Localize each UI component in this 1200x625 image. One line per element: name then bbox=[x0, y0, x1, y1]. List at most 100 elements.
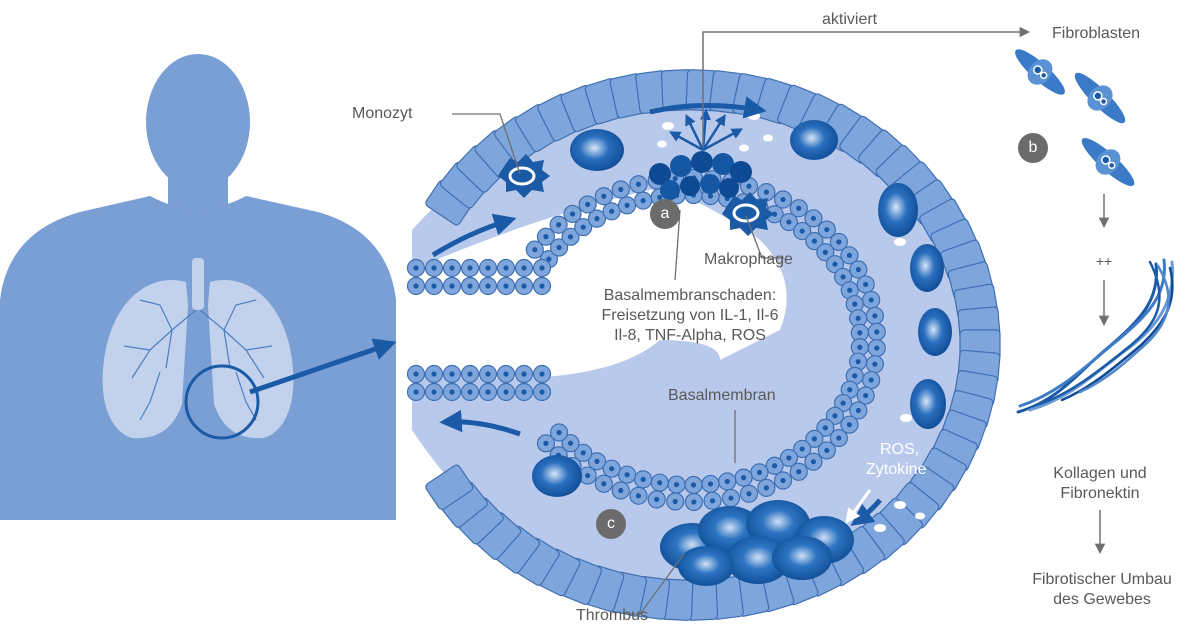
cell-nucleus bbox=[780, 197, 785, 202]
cell-nucleus bbox=[725, 479, 730, 484]
cell-nucleus bbox=[449, 283, 454, 288]
cell-nucleus bbox=[539, 283, 544, 288]
cell-nucleus bbox=[618, 488, 623, 493]
cell-nucleus bbox=[624, 472, 629, 477]
cell-nucleus bbox=[786, 219, 791, 224]
cell-nucleus bbox=[872, 362, 877, 367]
cell-nucleus bbox=[581, 450, 586, 455]
remodeling-label-line1: Fibrotischer Umbau bbox=[1032, 570, 1172, 589]
cell-nucleus bbox=[811, 459, 816, 464]
cell-nucleus bbox=[532, 247, 537, 252]
cell-nucleus bbox=[869, 377, 874, 382]
cell-nucleus bbox=[852, 302, 857, 307]
cell-nucleus bbox=[413, 265, 418, 270]
cell-nucleus bbox=[521, 283, 526, 288]
cell-nucleus bbox=[824, 448, 829, 453]
macrophage-label: Makrophage bbox=[704, 250, 793, 269]
cell-nucleus bbox=[847, 253, 852, 258]
cell-nucleus bbox=[823, 425, 828, 430]
cell-nucleus bbox=[832, 413, 837, 418]
nucleus bbox=[790, 120, 838, 160]
cell-nucleus bbox=[674, 482, 679, 487]
cell-nucleus bbox=[521, 371, 526, 376]
cell-nucleus bbox=[856, 267, 861, 272]
cell-nucleus bbox=[856, 408, 861, 413]
cell-nucleus bbox=[618, 187, 623, 192]
cell-nucleus bbox=[832, 262, 837, 267]
cell-nucleus bbox=[796, 469, 801, 474]
cell-nucleus bbox=[691, 482, 696, 487]
cell-nucleus bbox=[654, 497, 659, 502]
cell-nucleus bbox=[847, 387, 852, 392]
cell-nucleus bbox=[728, 495, 733, 500]
cell-nucleus bbox=[708, 193, 713, 198]
collagen-fibers-icon bbox=[1018, 260, 1172, 412]
cell-nucleus bbox=[413, 389, 418, 394]
cell-nucleus bbox=[609, 466, 614, 471]
cell-nucleus bbox=[601, 481, 606, 486]
cell-nucleus bbox=[811, 216, 816, 221]
cell-nucleus bbox=[840, 274, 845, 279]
cell-nucleus bbox=[581, 225, 586, 230]
cell-nucleus bbox=[413, 283, 418, 288]
cell-nucleus bbox=[585, 473, 590, 478]
cell-nucleus bbox=[863, 393, 868, 398]
cell-nucleus bbox=[485, 371, 490, 376]
cell-nucleus bbox=[594, 459, 599, 464]
cell-nucleus bbox=[556, 430, 561, 435]
cell-nucleus bbox=[467, 265, 472, 270]
cell-nucleus bbox=[503, 389, 508, 394]
cell-nucleus bbox=[485, 283, 490, 288]
collagen-label-line2: Fibronektin bbox=[1060, 484, 1139, 503]
cell-nucleus bbox=[840, 400, 845, 405]
cell-nucleus bbox=[874, 345, 879, 350]
cell-nucleus bbox=[521, 389, 526, 394]
cell-nucleus bbox=[800, 228, 805, 233]
ros-label-line2: Zytokine bbox=[866, 460, 926, 479]
cell-nucleus bbox=[585, 202, 590, 207]
cell-nucleus bbox=[812, 436, 817, 441]
cell-nucleus bbox=[543, 441, 548, 446]
cell-nucleus bbox=[741, 475, 746, 480]
cell-nucleus bbox=[869, 297, 874, 302]
cell-nucleus bbox=[855, 359, 860, 364]
cell-nucleus bbox=[449, 389, 454, 394]
nucleus bbox=[570, 129, 624, 171]
cell-nucleus bbox=[503, 283, 508, 288]
cell-nucleus bbox=[772, 463, 777, 468]
cell-nucleus bbox=[673, 499, 678, 504]
cell-nucleus bbox=[780, 478, 785, 483]
cell-nucleus bbox=[863, 282, 868, 287]
cell-nucleus bbox=[796, 206, 801, 211]
damage-label-line3: Il-8, TNF-Alpha, ROS bbox=[614, 326, 766, 345]
nucleus bbox=[878, 183, 918, 237]
activated-label: aktiviert bbox=[822, 10, 877, 29]
cell-nucleus bbox=[539, 371, 544, 376]
cell-nucleus bbox=[449, 371, 454, 376]
cell-nucleus bbox=[641, 198, 646, 203]
badge-b: b bbox=[1018, 133, 1048, 163]
cell-nucleus bbox=[710, 498, 715, 503]
cell-nucleus bbox=[543, 234, 548, 239]
cell-nucleus bbox=[467, 389, 472, 394]
cell-nucleus bbox=[836, 435, 841, 440]
fibroblasts-label: Fibroblasten bbox=[1052, 24, 1140, 43]
cell-nucleus bbox=[872, 313, 877, 318]
cell-nucleus bbox=[609, 209, 614, 214]
cell-nucleus bbox=[824, 227, 829, 232]
cell-nucleus bbox=[539, 389, 544, 394]
cell-nucleus bbox=[764, 485, 769, 490]
cell-nucleus bbox=[636, 182, 641, 187]
damage-label-line1: Basalmembranschaden: bbox=[604, 286, 777, 305]
cell-nucleus bbox=[847, 422, 852, 427]
cell-nucleus bbox=[431, 371, 436, 376]
cell-nucleus bbox=[570, 211, 575, 216]
thrombus-label: Thrombus bbox=[576, 606, 648, 625]
cell-nucleus bbox=[657, 480, 662, 485]
cell-nucleus bbox=[503, 265, 508, 270]
cell-nucleus bbox=[467, 371, 472, 376]
nucleus bbox=[918, 308, 952, 356]
monocyte-label: Monozyt bbox=[352, 104, 412, 123]
cell-nucleus bbox=[636, 493, 641, 498]
cell-nucleus bbox=[800, 446, 805, 451]
